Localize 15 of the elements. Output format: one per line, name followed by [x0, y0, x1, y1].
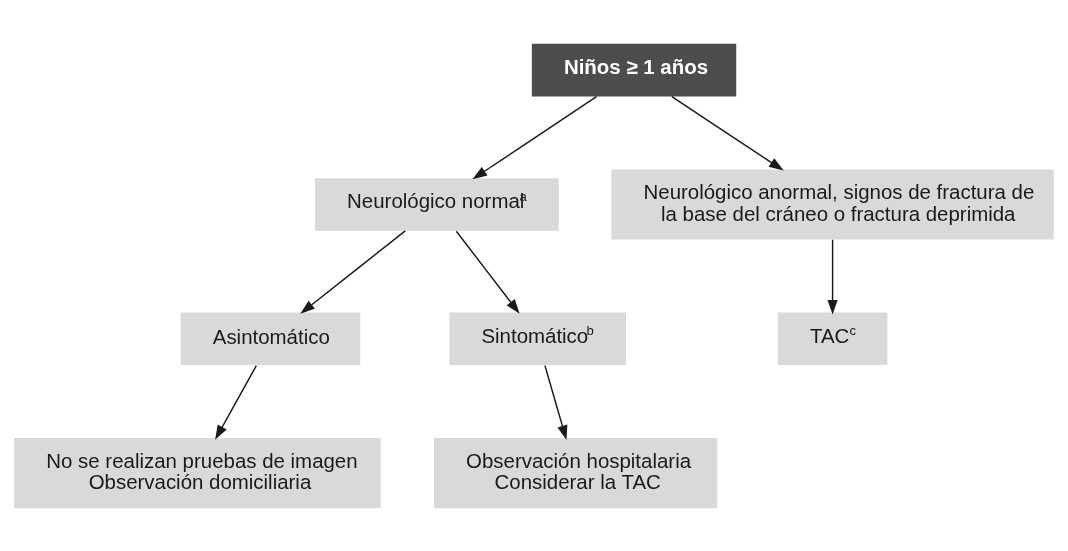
arrow	[455, 230, 520, 314]
node-box: Observación hospitalaria Considerar la TAC	[434, 437, 718, 508]
arrow	[300, 229, 406, 314]
node-box: Neurológico normal$^{a}$	[315, 177, 559, 231]
node-box: Neurológico anormal, signos de fractura de la base del cráneo o fractura deprimida	[611, 168, 1054, 239]
node-box: No se realizan pruebas de imagen Observación domiciliaria	[14, 437, 381, 508]
node-box: Asintomático	[180, 312, 361, 365]
node-box: TAC$^{c}$	[777, 312, 888, 365]
arrow	[472, 95, 598, 179]
node-box: Niños ≥ 1 años	[531, 43, 737, 96]
arrow	[671, 95, 784, 171]
arrow	[544, 364, 568, 440]
node-box: Sintomático$^{b}$	[449, 312, 626, 365]
arrow	[215, 364, 258, 440]
arrow	[827, 238, 838, 315]
